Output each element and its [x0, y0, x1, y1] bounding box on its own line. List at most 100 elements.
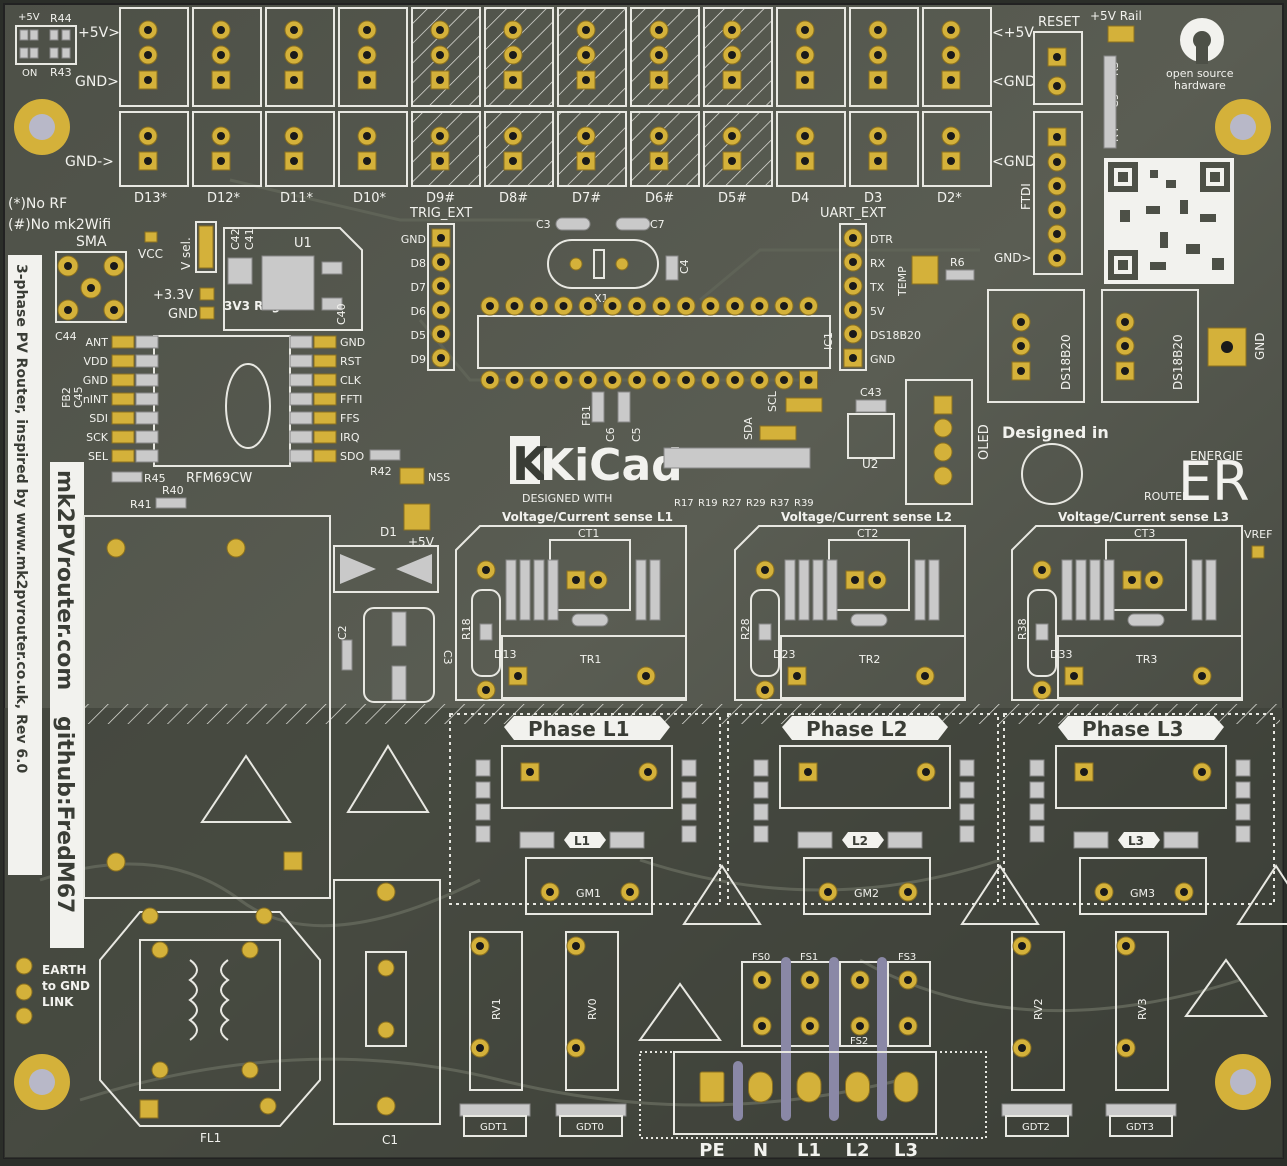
digital-pin-label: D3	[864, 191, 882, 206]
osh-text-2: hardware	[1174, 79, 1226, 92]
kicad-logo: K KiCad DESIGNED WITH	[510, 436, 683, 505]
ftdi-header	[1033, 111, 1083, 275]
terminal-label: N	[753, 1140, 768, 1161]
hv-warning-2	[346, 744, 430, 813]
note-no-wifi: (#)No mk2Wifi	[8, 217, 111, 233]
rfm-right-pin-label: RST	[340, 355, 362, 368]
rfm-right-pin-label: FFS	[340, 412, 359, 425]
header-bottom-10	[849, 111, 919, 187]
terminal-pad	[796, 1071, 822, 1103]
rfm-right-pin-label: CLK	[340, 374, 362, 387]
ic1-pins	[480, 296, 818, 390]
trig-pin-label: D8	[411, 257, 426, 270]
rfm-left-pin-label: ANT	[86, 336, 109, 349]
c3-outline	[363, 607, 435, 703]
earth-pad-2	[15, 983, 33, 1001]
trig-ext-title: TRIG_EXT	[409, 206, 472, 221]
phase-label: Phase L3	[1082, 717, 1183, 741]
fb2-label: FB2	[60, 387, 73, 408]
rfm-right-pin-label: FFTI	[340, 393, 362, 406]
gdt-label: GDT1	[480, 1122, 508, 1133]
board-title: 3-phase PV Router, inspired by www.mk2pv…	[13, 264, 29, 773]
phase-tag: L1	[574, 834, 590, 848]
rfm-left-pin-label: SEL	[88, 450, 109, 463]
vsel-label: V sel.	[179, 237, 193, 270]
resistor-label: R29	[746, 498, 766, 509]
rfm-right-pin-label: SDO	[340, 450, 364, 463]
rfm-left-pin-label: SCK	[86, 431, 109, 444]
rfm-left-pin-label: GND	[83, 374, 108, 387]
rfm-left-pin-label: nINT	[83, 393, 108, 406]
gm-label: GM3	[1130, 887, 1155, 900]
osh-text: open source	[1166, 67, 1234, 80]
digital-pin-label: D2*	[937, 191, 962, 206]
ic1-outline	[477, 315, 831, 369]
earth-label: EARTH	[42, 963, 86, 977]
digital-pin-label: D5#	[718, 191, 747, 206]
trig-pin-label: D9	[411, 353, 426, 366]
d1-outline	[333, 545, 439, 593]
resistor-label: R18	[460, 618, 473, 640]
terminal-pad	[845, 1071, 870, 1103]
header-top-9	[776, 7, 846, 107]
r6-label: R6	[950, 256, 965, 269]
rail-jumper	[1107, 25, 1135, 43]
phase-tag: L3	[1128, 834, 1144, 848]
rfm-right-pin-label: GND	[340, 336, 365, 349]
oled-label: OLED	[977, 424, 992, 460]
uart-pin-label: RX	[870, 257, 886, 270]
hv-warning	[960, 864, 1040, 925]
rfm-right-pins: GND RST CLK FFTI FFS IRQ SDO	[289, 335, 365, 463]
digital-pin-label: D8#	[499, 191, 528, 206]
trig-pin-label: GND	[401, 233, 426, 246]
note-no-rf: (*)No RF	[8, 196, 67, 212]
rv-label: RV3	[1136, 998, 1149, 1020]
varistor-outline	[1115, 931, 1169, 1091]
diode-label: D13	[494, 648, 516, 661]
terminal-label: L1	[797, 1140, 821, 1161]
sma-connector: SMA	[55, 234, 127, 323]
trig-pin-label: D7	[411, 281, 426, 294]
header-bottom-0	[119, 111, 189, 187]
rfm-title: RFM69CW	[186, 471, 252, 486]
uart-ext-title: UART_EXT	[820, 206, 886, 221]
reg-gnd-label: GND	[168, 307, 198, 322]
phase-label-box	[1058, 716, 1224, 740]
terminal-pad	[893, 1071, 919, 1103]
fuse-label: FS2	[850, 1036, 868, 1047]
terminal-block	[639, 1051, 987, 1139]
tr-label: TR2	[858, 653, 880, 666]
c42-label: C42	[229, 228, 242, 250]
jumper-5v-label: +5V	[18, 12, 40, 23]
phase-tag: L2	[852, 834, 868, 848]
transformer-outline	[780, 635, 966, 699]
sense-sections: Voltage/Current sense L1CT1TR1D13R18Volt…	[455, 510, 1243, 701]
gnd-arrow-label: GND->	[65, 154, 114, 170]
c1-label: C1	[382, 1133, 398, 1147]
top-jumper: +5V R44 ON R43	[15, 12, 77, 79]
terminal-pad	[748, 1071, 773, 1103]
r3-r4-smd	[1103, 55, 1117, 149]
rfm-right-pin-label: IRQ	[340, 431, 360, 444]
scl-label: SCL	[766, 390, 779, 412]
vcc-pad	[144, 231, 158, 243]
phase-label: Phase L1	[528, 717, 629, 741]
sense-title: Voltage/Current sense L3	[1058, 510, 1229, 524]
temp-label: TEMP	[896, 266, 909, 297]
plus5v-right-label: <+5V	[992, 25, 1034, 41]
phase-label: Phase L2	[806, 717, 907, 741]
ds18b20-2	[1101, 289, 1199, 403]
u2-label: U2	[862, 457, 878, 471]
header-bottom-1	[192, 111, 262, 187]
c7-label: C7	[650, 218, 665, 231]
vcc-label: VCC	[138, 247, 163, 261]
side-banner-3: github:FredM67	[50, 708, 84, 948]
resistor-label: R19	[698, 498, 718, 509]
c2-label: C2	[336, 625, 349, 640]
uart-pin-label: DTR	[870, 233, 893, 246]
